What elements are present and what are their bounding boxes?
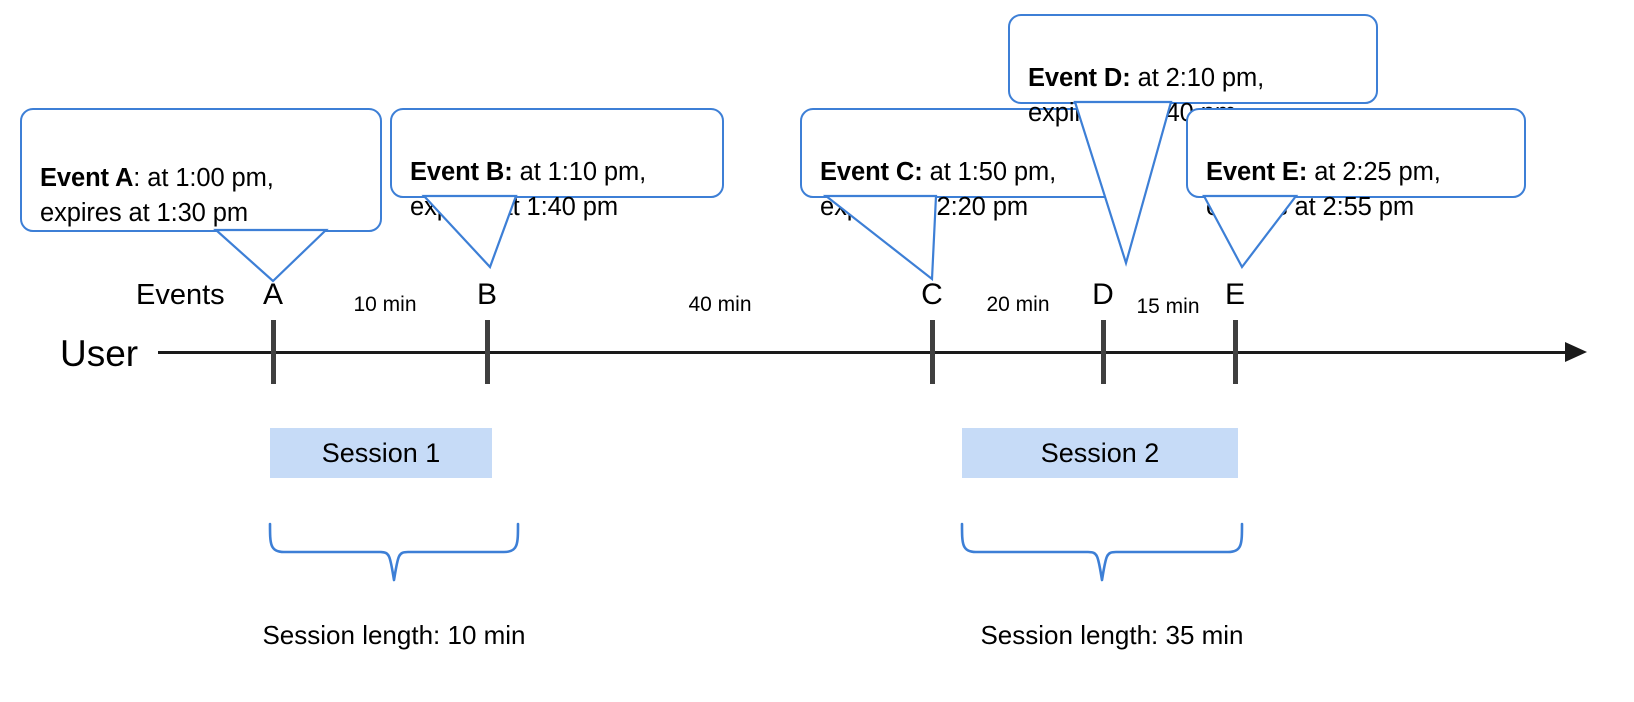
event-marker-e [1233,320,1238,384]
session-brace-1 [268,522,520,582]
timeline-arrow-icon [1565,342,1587,362]
event-marker-d [1101,320,1106,384]
callout-event-e: Event E: at 2:25 pm, expires at 2:55 pm [1186,108,1526,221]
event-label-a: A [262,278,283,311]
callout-bubble [20,108,382,232]
callout-title-c: Event C: [820,158,923,186]
callout-bubble [390,108,724,198]
user-row-label: User [60,333,139,374]
event-marker-b [485,320,490,384]
session-length-1: Session length: 10 min [262,620,526,650]
callout-title-b: Event B: [410,158,513,186]
callout-event-a: Event A: at 1:00 pm, expires at 1:30 pm [20,108,382,232]
callout-tail-b [421,194,518,270]
events-row-label: Events [136,279,225,311]
session-length-2: Session length: 35 min [980,620,1244,650]
callout-title-a: Event A [40,164,134,192]
session-label-1: Session 1 [321,438,441,468]
callout-bubble [1008,14,1378,104]
callout-text-b: Event B: at 1:10 pm, expires at 1:40 pm [390,108,724,221]
callout-bubble [1186,108,1526,198]
callout-event-d: Event D: at 2:10 pm, expires at 2:40 pm [1008,14,1378,127]
callout-event-b: Event B: at 1:10 pm, expires at 1:40 pm [390,108,724,221]
callout-text-e: Event E: at 2:25 pm, expires at 2:55 pm [1186,108,1526,221]
callout-tail-a [213,228,329,283]
timeline-axis [158,351,1568,354]
event-label-d: D [1092,278,1114,311]
callout-title-d: Event D: [1028,64,1131,92]
event-label-c: C [921,278,943,311]
callout-text-a: Event A: at 1:00 pm, expires at 1:30 pm [20,108,382,232]
session-box-2: Session 2 [962,428,1238,478]
callout-title-e: Event E: [1206,158,1308,186]
callout-bubble [800,108,1136,198]
event-marker-a [271,320,276,384]
interval-label-de: 15 min [1136,295,1200,318]
session-label-2: Session 2 [1040,438,1160,468]
event-label-e: E [1224,278,1245,311]
callout-tail-e [1202,194,1299,270]
callout-tail-c [822,194,938,282]
event-label-b: B [476,278,497,311]
session-brace-2 [960,522,1244,582]
callout-tail-d [1073,100,1173,267]
callout-text-d: Event D: at 2:10 pm, expires at 2:40 pm [1008,14,1378,127]
session-box-1: Session 1 [270,428,492,478]
interval-label-cd: 20 min [986,293,1050,316]
interval-label-ab: 10 min [353,293,417,316]
event-marker-c [930,320,935,384]
callout-body-a: : at 1:00 pm, expires at 1:30 pm [40,164,274,227]
interval-label-bc: 40 min [688,293,752,316]
